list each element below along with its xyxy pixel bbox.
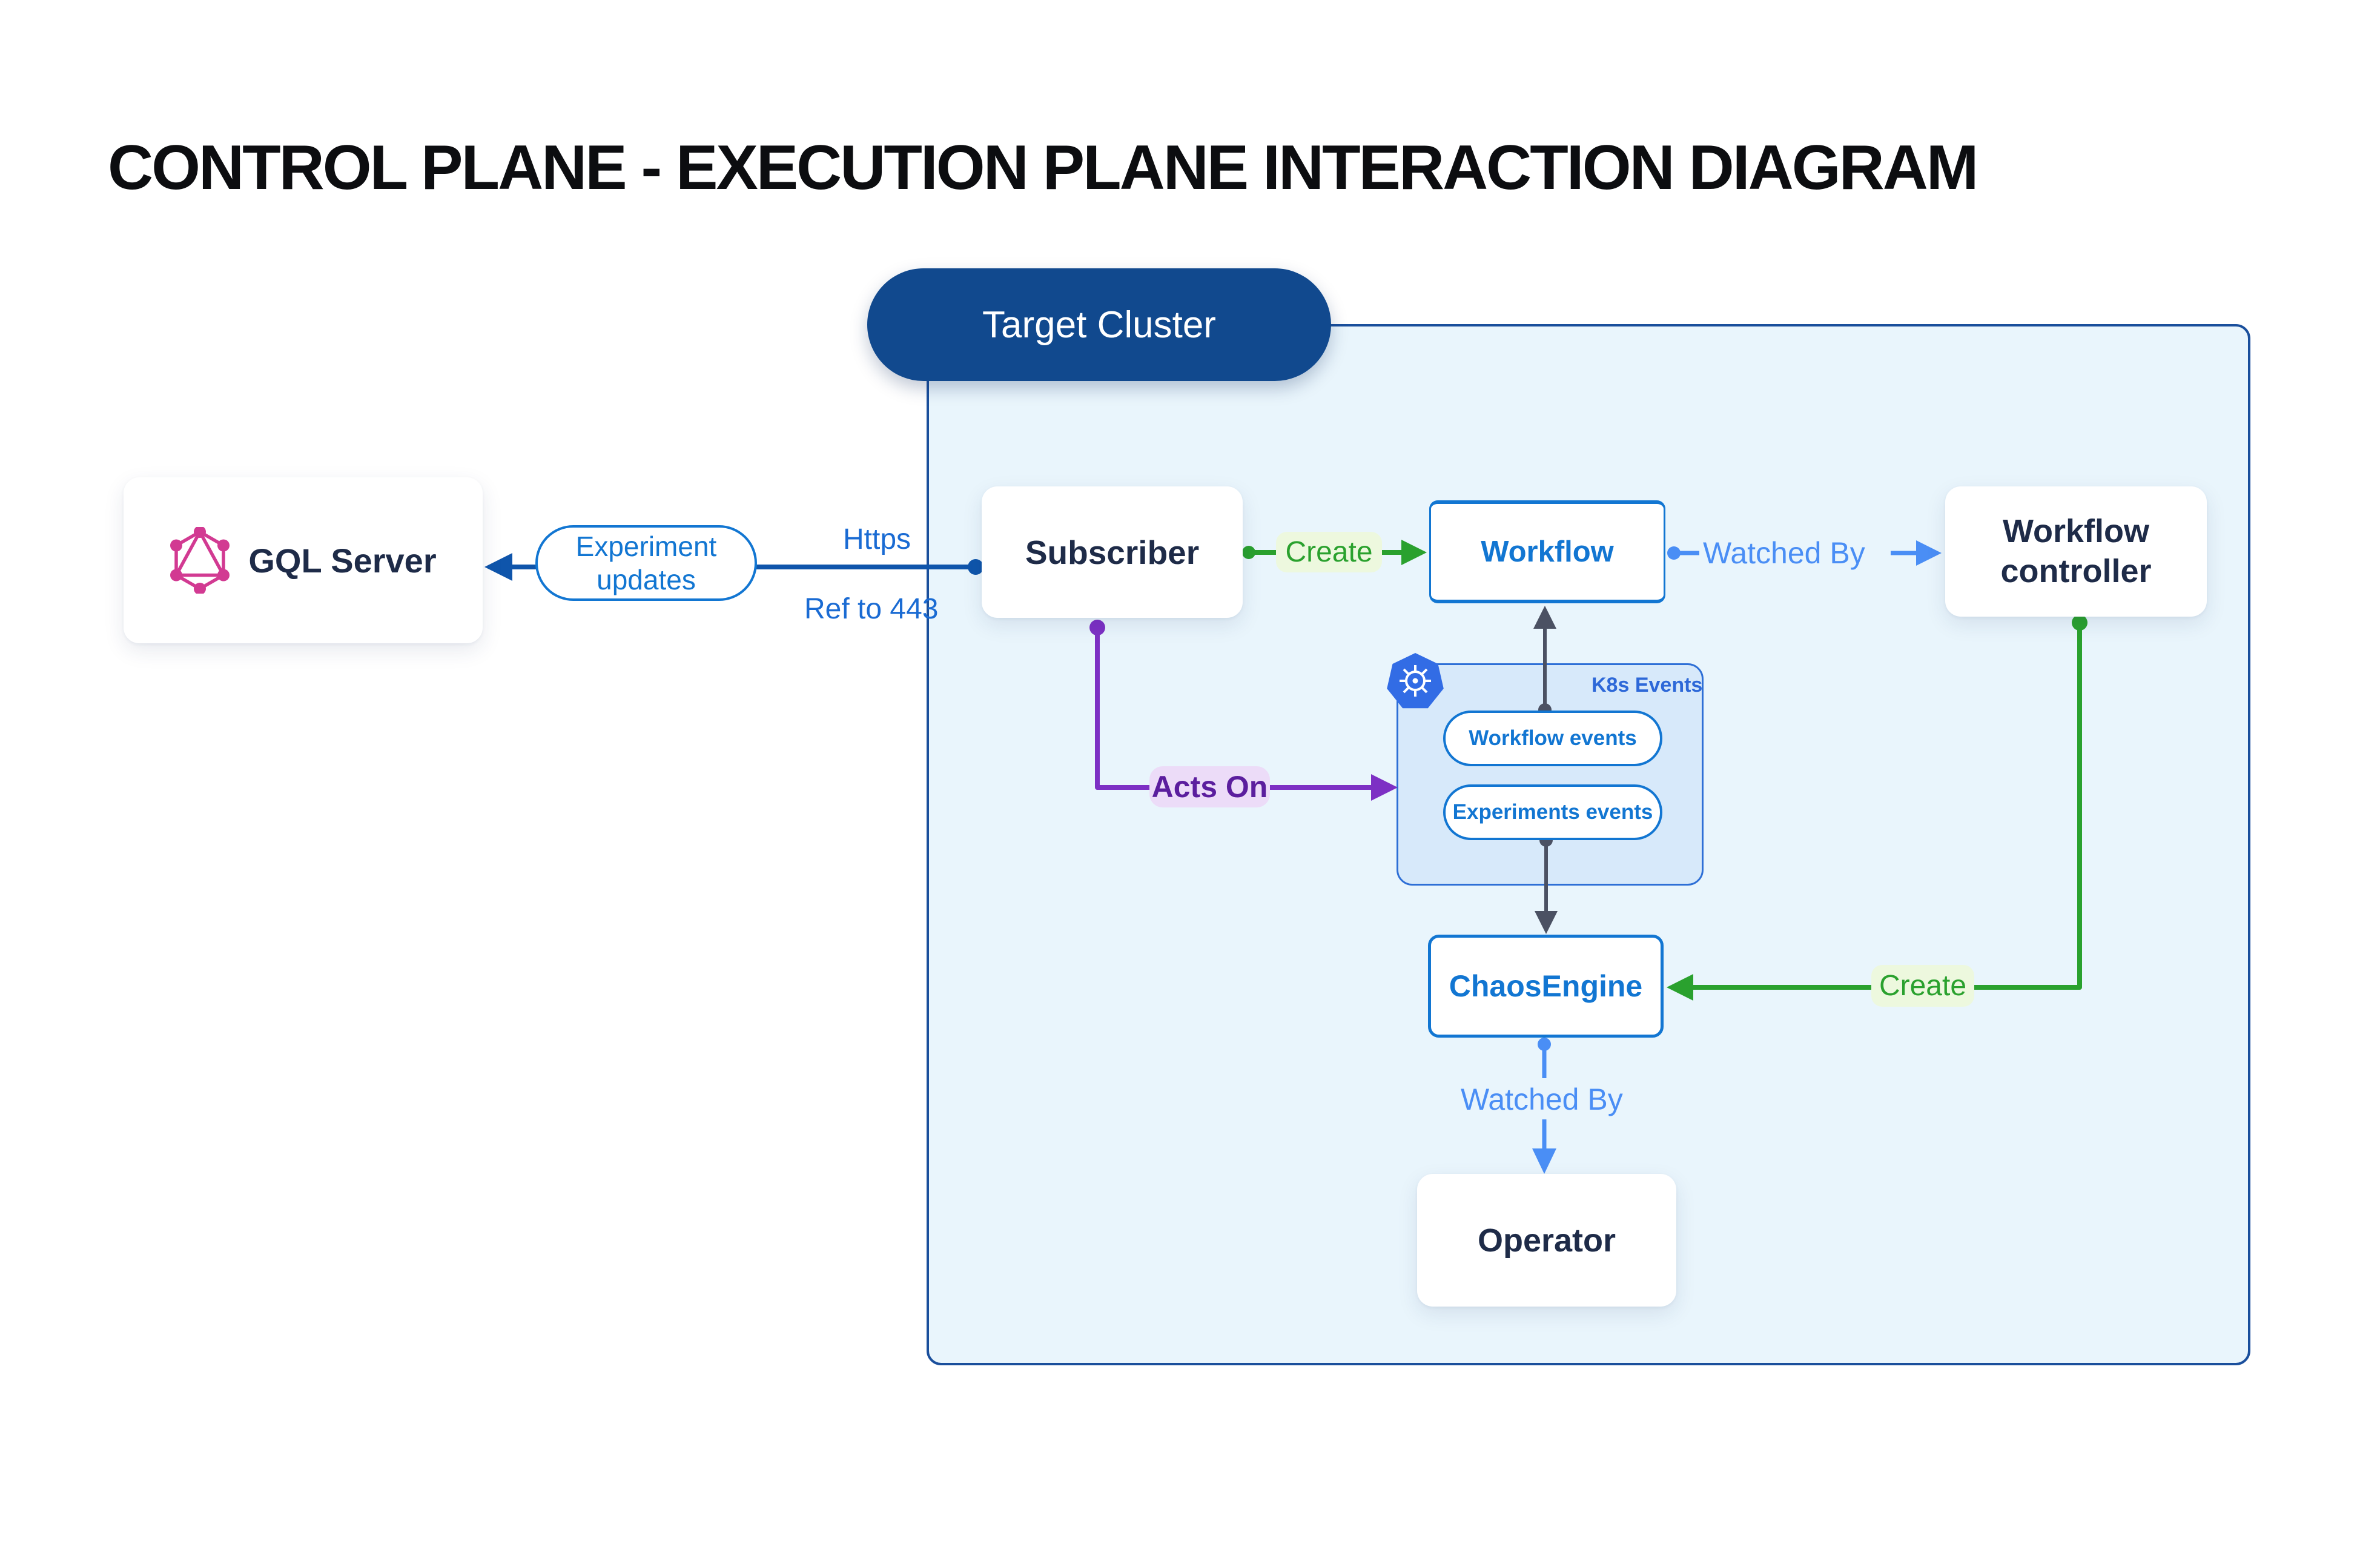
target-cluster-label: Target Cluster: [982, 303, 1216, 346]
edge-create-workflow-arrowhead: [1401, 540, 1427, 565]
edge-label-create-workflow: Create: [1276, 532, 1382, 572]
k8s-event-workflow-events: Workflow events: [1443, 711, 1662, 766]
k8s-events-title: K8s Events: [1592, 674, 1703, 697]
edge-watchedby-bottom-arrowhead: [1532, 1148, 1556, 1174]
node-workflow: Workflow: [1429, 500, 1665, 603]
edge-watchedby-mid-dot: [1667, 546, 1681, 560]
edge-actson-path: [1095, 631, 1373, 790]
chaosengine-label: ChaosEngine: [1449, 969, 1643, 1003]
edge-create-chaos-dot: [2072, 615, 2087, 631]
gql-server-label: GQL Server: [248, 541, 437, 580]
edge-actson-arrowhead: [1371, 774, 1398, 801]
edge-https-dot: [968, 559, 983, 575]
edge-k8s-up-arrowhead: [1533, 606, 1556, 629]
edge-watchedby-bottom-dot: [1538, 1038, 1551, 1051]
node-subscriber: Subscriber: [982, 486, 1243, 618]
node-gql-server: GQL Server: [124, 477, 483, 643]
edge-create-workflow-dot: [1242, 546, 1255, 559]
edge-label-create-chaosengine: Create: [1871, 965, 1974, 1007]
edge-create-chaos-arrowhead: [1667, 974, 1693, 1001]
edge-label-https: Https: [843, 523, 911, 555]
edge-create-chaos-path: [1692, 626, 2082, 990]
edge-label-ref-443: Ref to 443: [804, 593, 939, 625]
experiment-updates-text: Experiment updates: [575, 531, 717, 595]
workflow-label: Workflow: [1481, 535, 1614, 568]
edge-watchedby-mid-arrowhead: [1916, 540, 1942, 566]
edge-label-watchedby-operator: Watched By: [1461, 1082, 1623, 1116]
page-title: CONTROL PLANE - EXECUTION PLANE INTERACT…: [108, 133, 1978, 203]
edge-label-acts-on: Acts On: [1149, 766, 1270, 807]
edge-actson-dot: [1089, 620, 1105, 635]
subscriber-label: Subscriber: [1025, 533, 1200, 571]
node-chaosengine: ChaosEngine: [1428, 935, 1664, 1038]
edge-https-arrowhead: [484, 553, 512, 581]
k8s-events-box: [1397, 663, 1704, 886]
workflow-controller-label: Workflow controller: [2000, 512, 2152, 589]
node-operator: Operator: [1417, 1174, 1676, 1307]
experiments-events-label: Experiments events: [1452, 800, 1653, 824]
edge-k8s-down-arrowhead: [1535, 911, 1558, 934]
node-workflow-controller: Workflow controller: [1945, 486, 2207, 617]
target-cluster-pill: Target Cluster: [867, 268, 1331, 381]
graphql-icon: [170, 526, 230, 595]
workflow-events-label: Workflow events: [1469, 726, 1637, 750]
edge-label-watchedby-workflow: Watched By: [1703, 536, 1865, 570]
edge-label-experiment-updates: Experiment updates: [535, 525, 757, 601]
operator-label: Operator: [1477, 1222, 1616, 1259]
k8s-event-experiments-events: Experiments events: [1443, 784, 1662, 840]
kubernetes-icon: [1386, 653, 1444, 711]
